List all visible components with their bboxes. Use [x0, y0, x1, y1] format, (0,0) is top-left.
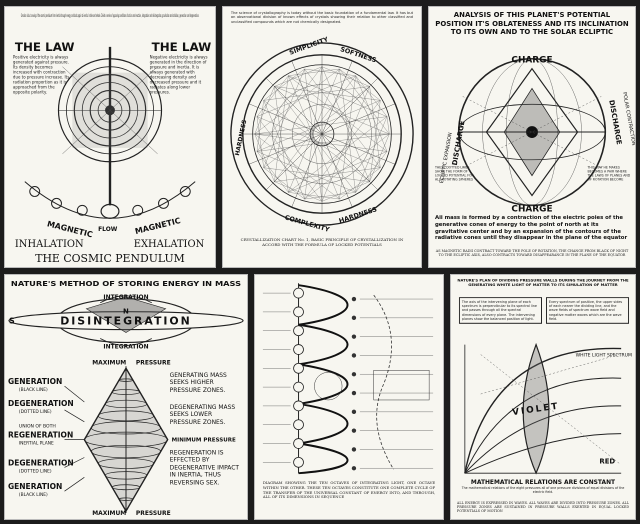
- ring-softness: SOFTNESS: [339, 45, 378, 64]
- maximum-bottom: MAXIMUM: [92, 510, 126, 517]
- left-label-main: GENERATION: [8, 482, 62, 491]
- left-label-main: DEGENERATION: [8, 458, 74, 467]
- panel-pressure-walls: NATURE'S PLAN OF DIVIDING PRESSURE WALLS…: [450, 274, 636, 520]
- ring-complexity: COMPLEXITY: [284, 213, 331, 233]
- label-red: RED: [599, 457, 615, 465]
- pressure-walls-left-text: The axis of the intervening plane of eac…: [458, 297, 543, 324]
- oblateness-left-note: THESE DOTTED LINES SHOW THE FORM OF LOCK…: [435, 166, 474, 182]
- pendulum-inhalation: INHALATION: [15, 239, 84, 250]
- storing-energy-title: NATURE'S METHOD OF STORING ENERGY IN MAS…: [11, 279, 241, 288]
- oblateness-right-note: THIS WAY HE MAKES BECOMES A PAIR WHERE T…: [587, 166, 630, 182]
- panel-cosmic-pendulum: Creation is but a swing of the cosmic pe…: [4, 6, 216, 268]
- pendulum-swing-path: [24, 181, 196, 219]
- disintegration-band: DISINTEGRATION: [60, 315, 192, 328]
- pendulum-arc-left: MAGNETIC: [46, 219, 94, 239]
- pendulum-right-text: Negative electricity is always generated…: [150, 55, 208, 95]
- crystal-lattice: [242, 54, 402, 214]
- disintegration-lens: [8, 295, 244, 346]
- oblateness-summary: All mass is formed by a contraction of t…: [435, 215, 627, 241]
- panel-oblateness: ANALYSIS OF THIS PLANET'S POTENTIAL POSI…: [428, 6, 636, 268]
- discharge-right: DISCHARGE: [607, 99, 623, 145]
- panel-crystallization: The science of crystallography is today …: [222, 6, 422, 268]
- crystallization-caption: CRYSTALLIZATION CHART No. 1, BASIC PRINC…: [241, 237, 404, 247]
- integration-bottom: INTEGRATION: [103, 343, 148, 350]
- left-label-main: REGENERATION: [8, 431, 73, 440]
- panel-storing-energy: NATURE'S METHOD OF STORING ENERGY IN MAS…: [4, 274, 248, 520]
- octaves-caption: DIAGRAM SHOWING THE TEN OCTAVES OF INTEG…: [263, 481, 435, 499]
- label-white-light: WHITE LIGHT SPECTRUM: [576, 352, 632, 358]
- octaves-diagram: DIAGRAM SHOWING THE TEN OCTAVES OF INTEG…: [262, 283, 435, 499]
- pendulum-left-text: Positive electricity is always generated…: [13, 55, 69, 95]
- crystallization-diagram: The science of crystallography is today …: [230, 11, 414, 247]
- left-label-sub: (BLACK LINE): [19, 387, 48, 393]
- panel-octaves: DIAGRAM SHOWING THE TEN OCTAVES OF INTEG…: [254, 274, 444, 520]
- oblateness-globe: [457, 57, 607, 207]
- pendulum-arc-right: MAGNETIC: [134, 216, 182, 236]
- pole-n: N: [123, 308, 129, 316]
- ring-hardness-left: HARDNESS: [234, 119, 248, 156]
- pressure-walls-diagram: NATURE'S PLAN OF DIVIDING PRESSURE WALLS…: [457, 278, 632, 513]
- left-label-sub: INERTIAL PLANE: [19, 441, 54, 447]
- oblateness-diagram: ANALYSIS OF THIS PLANET'S POTENTIAL POSI…: [435, 11, 635, 257]
- left-label-sub: (BLACK LINE): [19, 492, 48, 498]
- charge-top: CHARGE: [511, 56, 552, 66]
- math-sub: The mathematical relations of the eight …: [462, 486, 625, 494]
- maximum-top: MAXIMUM: [92, 359, 126, 366]
- pendulum-title: THE COSMIC PENDULUM: [35, 252, 185, 265]
- mathematical-relations: MATHEMATICAL RELATIONS ARE CONSTANT: [471, 479, 615, 486]
- ring-hardness-bottom: HARDNESS: [338, 205, 378, 225]
- note-regeneration: REGENERATION IS EFFECTED BY DEGENERATIVE…: [170, 450, 239, 486]
- pressure-walls-title: NATURE'S PLAN OF DIVIDING PRESSURE WALLS…: [457, 278, 628, 286]
- octave-spiral-column: [262, 283, 434, 475]
- oblateness-title: ANALYSIS OF THIS PLANET'S POTENTIAL POSI…: [435, 11, 628, 36]
- oblateness-caption: AS MAGNETIC RADII CONTRACT TOWARD THE PO…: [436, 249, 628, 257]
- minimum-pressure: MINIMUM PRESSURE: [172, 438, 236, 444]
- left-label-main: DEGENERATION: [8, 399, 74, 408]
- pressure-wave-curves: [464, 342, 622, 475]
- pendulum-arc-mid: FLOW: [98, 226, 118, 233]
- charge-bottom: CHARGE: [511, 204, 552, 214]
- cosmic-pendulum-diagram: Creation is but a swing of the cosmic pe…: [13, 13, 212, 265]
- polar-contraction: POLAR CONTRACTION: [621, 92, 635, 147]
- left-labels: GENERATION (BLACK LINE) DEGENERATION (DO…: [8, 377, 74, 498]
- storing-energy-diagram: NATURE'S METHOD OF STORING ENERGY IN MAS…: [8, 279, 244, 517]
- pressure-walls-caption: ALL ENERGY IS EXPRESSED IN WAVES. ALL WA…: [457, 501, 629, 513]
- note-generating-mass: GENERATING MASS SEEKS HIGHER PRESSURE ZO…: [170, 372, 227, 394]
- pendulum-heading-left: THE LAW: [15, 40, 75, 54]
- left-label-sub: (DOTTED LINE): [19, 468, 52, 474]
- pole-s: S: [9, 317, 15, 326]
- crystallization-intro: The science of crystallography is today …: [231, 11, 413, 24]
- pressure-walls-right-text: Every spectrum of positive, the upper si…: [545, 297, 630, 324]
- pendulum-heading-right: THE LAW: [152, 40, 212, 54]
- pendulum-intro: Creation is but a swing of the cosmic pe…: [21, 13, 199, 18]
- note-degenerating-mass: DEGENERATING MASS SEEKS LOWER PRESSURE Z…: [170, 404, 236, 426]
- left-label-sub: (DOTTED LINE): [19, 409, 52, 415]
- pendulum-spiral-rings: [57, 46, 163, 206]
- integration-top: INTEGRATION: [103, 294, 148, 301]
- left-label-main: GENERATION: [8, 377, 62, 386]
- left-label-main: UNION OF BOTH: [19, 424, 56, 430]
- pressure-top: PRESSURE: [136, 359, 171, 366]
- diamond-spindle: [64, 366, 169, 514]
- pressure-bottom: PRESSURE: [136, 510, 171, 517]
- pendulum-exhalation: EXHALATION: [134, 239, 205, 250]
